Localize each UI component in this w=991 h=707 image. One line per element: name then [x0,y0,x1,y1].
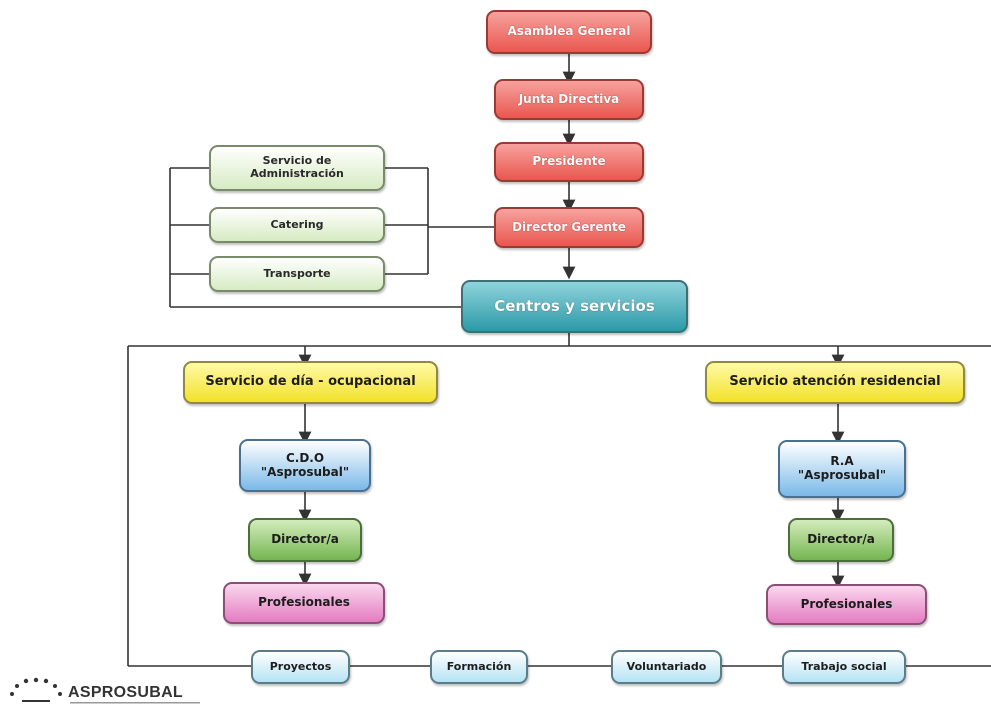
voluntariado-box: Voluntariado [611,650,722,684]
cdo-asprosubal-box: C.D.O "Asprosubal" [239,439,371,492]
junta-directiva-box: Junta Directiva [494,79,644,120]
ra-asprosubal-box: R.A "Asprosubal" [778,440,906,498]
trabajo-social-box: Trabajo social [782,650,906,684]
proyectos-box: Proyectos [251,650,350,684]
director-gerente-box: Director Gerente [494,207,644,248]
profesionales-right-box: Profesionales [766,584,927,625]
asprosubal-logo-text: ASPROSUBAL [68,684,184,701]
presidente-box: Presidente [494,142,644,182]
formacion-box: Formación [430,650,528,684]
asamblea-general-box: Asamblea General [486,10,652,54]
centros-servicios-box: Centros y servicios [461,280,688,333]
servicio-administracion-box: Servicio de Administración [209,145,385,191]
servicio-atencion-residencial-box: Servicio atención residencial [705,361,965,404]
catering-box: Catering [209,207,385,243]
transporte-box: Transporte [209,256,385,292]
profesionales-left-box: Profesionales [223,582,385,624]
asprosubal-logo [10,677,200,704]
servicio-dia-ocupacional-box: Servicio de día - ocupacional [183,361,438,404]
director-a-left-box: Director/a [248,518,362,562]
director-a-right-box: Director/a [788,518,894,562]
